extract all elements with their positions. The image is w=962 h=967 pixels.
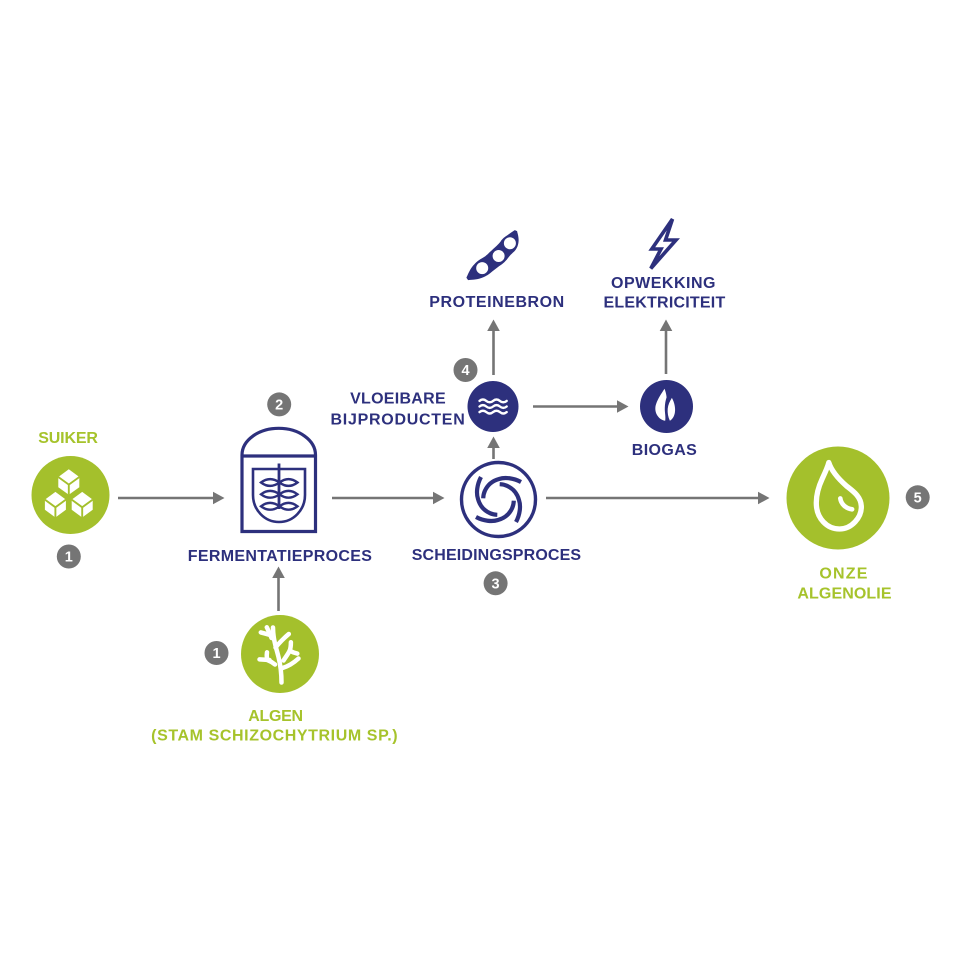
svg-text:PROTEINEBRON: PROTEINEBRON (429, 294, 565, 311)
svg-text:FERMENTATIEPROCES: FERMENTATIEPROCES (188, 548, 372, 565)
svg-text:ALGENOLIE: ALGENOLIE (797, 586, 891, 603)
svg-text:BIOGAS: BIOGAS (632, 442, 698, 459)
svg-text:1: 1 (212, 646, 220, 662)
svg-text:5: 5 (914, 491, 922, 507)
svg-text:ALGEN: ALGEN (248, 708, 303, 725)
svg-text:3: 3 (492, 577, 500, 593)
svg-text:4: 4 (461, 363, 469, 379)
svg-text:(STAM SCHIZOCHYTRIUM SP.): (STAM SCHIZOCHYTRIUM SP.) (151, 728, 398, 745)
svg-text:2: 2 (275, 398, 283, 414)
svg-text:SCHEIDINGSPROCES: SCHEIDINGSPROCES (412, 547, 582, 564)
svg-text:BIJPRODUCTEN: BIJPRODUCTEN (331, 412, 466, 429)
svg-text:VLOEIBARE: VLOEIBARE (350, 391, 446, 408)
svg-text:ONZE: ONZE (819, 566, 868, 583)
svg-text:1: 1 (65, 550, 73, 566)
svg-text:OPWEKKING: OPWEKKING (611, 275, 716, 292)
svg-text:ELEKTRICITEIT: ELEKTRICITEIT (604, 295, 726, 312)
svg-text:SUIKER: SUIKER (38, 430, 98, 447)
